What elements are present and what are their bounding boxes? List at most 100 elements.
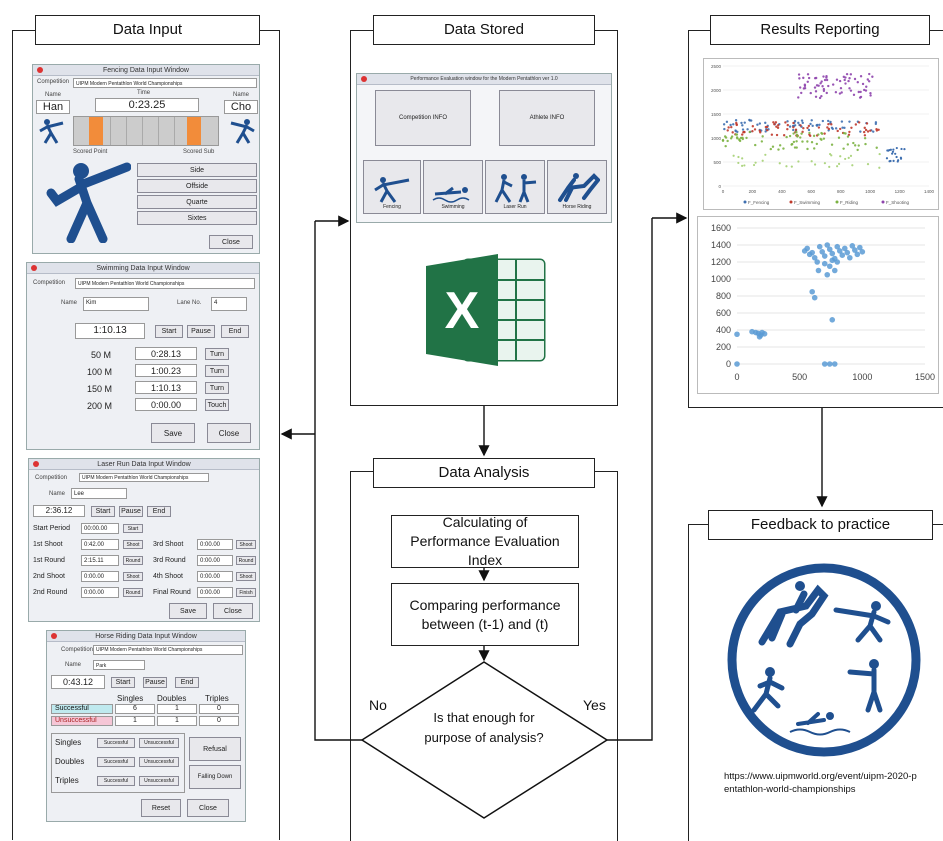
competition-select[interactable]: UIPM Modern Pentathlon World Championshi… xyxy=(93,645,243,655)
riding-close-button[interactable]: Close xyxy=(187,799,229,817)
close-dot-icon[interactable] xyxy=(33,461,39,467)
data-point xyxy=(756,123,759,126)
data-point xyxy=(790,165,793,168)
data-point xyxy=(823,162,827,165)
laser-row-button[interactable]: Shoot xyxy=(236,540,256,549)
laser-row-time[interactable]: 00:00.00 xyxy=(81,523,119,534)
laser-row-button[interactable]: Round xyxy=(123,556,143,565)
event-horseriding-button[interactable]: Horse Riding xyxy=(547,160,607,214)
laser-row-time[interactable]: 0:00.00 xyxy=(197,571,233,582)
laser-row-button[interactable]: Round xyxy=(236,556,256,565)
laser-pause-button[interactable]: Pause xyxy=(119,506,143,517)
event-fencing-button[interactable]: Fencing xyxy=(363,160,421,214)
data-point xyxy=(800,132,803,135)
close-dot-icon[interactable] xyxy=(37,67,43,73)
laser-row-time[interactable]: 0:00.00 xyxy=(197,555,233,566)
laser-row-time[interactable]: 0:42.00 xyxy=(81,539,119,550)
data-point xyxy=(723,127,726,131)
data-point xyxy=(856,148,859,152)
laser-row-time[interactable]: 0:00.00 xyxy=(81,571,119,582)
lane-field[interactable]: 4 xyxy=(211,297,247,311)
riding-pause-button[interactable]: Pause xyxy=(143,677,167,688)
fencing-close-button[interactable]: Close xyxy=(209,235,253,249)
data-point xyxy=(831,361,838,367)
split-touch-button[interactable]: Touch xyxy=(205,399,229,411)
split-time-field[interactable]: 1:00.23 xyxy=(135,364,197,377)
data-point xyxy=(777,148,780,151)
data-point xyxy=(769,147,773,151)
laser-total-time[interactable]: 2:36.12 xyxy=(33,505,85,517)
swim-name-field[interactable]: Kim xyxy=(83,297,149,311)
name-left-field[interactable]: Han xyxy=(36,100,70,114)
competition-select[interactable]: UIPM Modern Pentathlon World Championshi… xyxy=(79,473,209,482)
close-dot-icon[interactable] xyxy=(51,633,57,639)
riding-name-field[interactable]: Park xyxy=(93,660,145,670)
laser-row-time[interactable]: 0:00.00 xyxy=(197,587,233,598)
feedback-source-url[interactable]: https://www.uipmworld.org/event/uipm-202… xyxy=(724,771,917,795)
event-laserrun-button[interactable]: Laser Run xyxy=(485,160,545,214)
refusal-button[interactable]: Refusal xyxy=(189,737,241,761)
jump-successful-button[interactable]: Successful xyxy=(97,757,135,767)
laser-row-button[interactable]: Round xyxy=(123,588,143,597)
laser-save-button[interactable]: Save xyxy=(169,603,207,619)
fencing-sixtes-button[interactable]: Sixtes xyxy=(137,211,257,225)
laser-row-button[interactable]: Shoot xyxy=(236,572,256,581)
data-point xyxy=(786,123,789,127)
data-point xyxy=(829,257,836,264)
split-time-field[interactable]: 1:10.13 xyxy=(135,381,197,394)
jump-unsuccessful-button[interactable]: Unsuccessful xyxy=(139,776,179,786)
competition-select[interactable]: UIPM Modern Pentathlon World Championshi… xyxy=(75,278,255,289)
swim-close-button[interactable]: Close xyxy=(207,423,251,443)
laser-row-time[interactable]: 2:15.11 xyxy=(81,555,119,566)
data-point xyxy=(892,159,895,162)
laser-name-field[interactable]: Lee xyxy=(71,488,127,499)
event-swimming-button[interactable]: Swimming xyxy=(423,160,483,214)
fencing-side-button[interactable]: Side xyxy=(137,163,257,177)
laser-row-button[interactable]: Shoot xyxy=(123,540,143,549)
riding-end-button[interactable]: End xyxy=(175,677,199,688)
laser-row-label: 1st Round xyxy=(33,557,65,564)
piste-bar[interactable] xyxy=(73,116,219,146)
data-point xyxy=(793,124,797,127)
laser-row-time[interactable]: 0:00.00 xyxy=(197,539,233,550)
riding-start-button[interactable]: Start xyxy=(111,677,135,688)
split-turn-button[interactable]: Turn xyxy=(205,382,229,394)
split-time-field[interactable]: 0:28.13 xyxy=(135,347,197,360)
falling-down-button[interactable]: Falling Down xyxy=(189,765,241,789)
data-point xyxy=(825,91,828,95)
riding-total-time[interactable]: 0:43.12 xyxy=(51,675,105,689)
swim-total-time[interactable]: 1:10.13 xyxy=(75,323,145,339)
laser-end-button[interactable]: End xyxy=(147,506,171,517)
data-point xyxy=(753,128,757,131)
fencing-offside-button[interactable]: Offside xyxy=(137,179,257,193)
fencing-quarte-button[interactable]: Quarte xyxy=(137,195,257,209)
competition-select[interactable]: UIPM Modern Pentathlon World Championshi… xyxy=(73,78,257,88)
swim-start-button[interactable]: Start xyxy=(155,325,183,338)
jump-unsuccessful-button[interactable]: Unsuccessful xyxy=(139,738,179,748)
split-time-field[interactable]: 0:00.00 xyxy=(135,398,197,411)
jump-successful-button[interactable]: Successful xyxy=(97,776,135,786)
swim-end-button[interactable]: End xyxy=(221,325,249,338)
athlete-info-button[interactable]: Athlete INFO xyxy=(499,90,595,146)
jump-unsuccessful-button[interactable]: Unsuccessful xyxy=(139,757,179,767)
fencing-time-field[interactable]: 0:23.25 xyxy=(95,98,199,112)
laser-row-button[interactable]: Shoot xyxy=(123,572,143,581)
riding-reset-button[interactable]: Reset xyxy=(141,799,181,817)
data-point xyxy=(788,125,792,128)
close-dot-icon[interactable] xyxy=(361,76,367,82)
laser-start-button[interactable]: Start xyxy=(91,506,115,517)
laser-row-button[interactable]: Finish xyxy=(236,588,256,597)
data-point xyxy=(827,127,831,131)
name-right-field[interactable]: Cho xyxy=(224,100,258,114)
jump-successful-button[interactable]: Successful xyxy=(97,738,135,748)
laser-row-button[interactable]: Start xyxy=(123,524,143,533)
swim-save-button[interactable]: Save xyxy=(151,423,195,443)
close-dot-icon[interactable] xyxy=(31,265,37,271)
data-point xyxy=(756,334,763,340)
split-turn-button[interactable]: Turn xyxy=(205,365,229,377)
split-turn-button[interactable]: Turn xyxy=(205,348,229,360)
swim-pause-button[interactable]: Pause xyxy=(187,325,215,338)
laser-close-button[interactable]: Close xyxy=(213,603,253,619)
competition-info-button[interactable]: Competition INFO xyxy=(375,90,471,146)
laser-row-time[interactable]: 0:00.00 xyxy=(81,587,119,598)
